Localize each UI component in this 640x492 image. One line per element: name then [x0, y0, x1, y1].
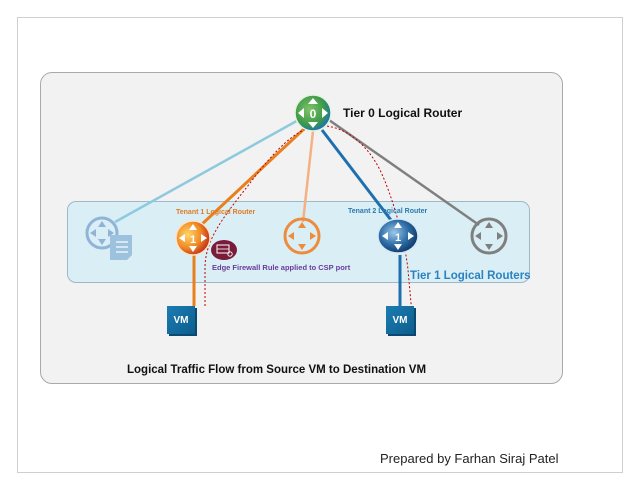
vm-source[interactable]: VM	[167, 306, 195, 334]
tenant2-router[interactable]: 1	[377, 218, 419, 254]
svg-text:0: 0	[310, 107, 317, 121]
firewall-icon[interactable]	[211, 240, 237, 260]
orange-router[interactable]	[283, 217, 321, 255]
link-tier0-tenant1	[198, 126, 307, 228]
link-tier0-tenant2	[320, 129, 396, 225]
link-tier0-edge	[114, 116, 303, 224]
traffic-flow-path	[204, 125, 413, 315]
tenant2-label: Tenant 2 Logical Router	[348, 208, 428, 215]
tier1-group	[67, 201, 530, 283]
tier0-router[interactable]: 0	[294, 94, 332, 132]
gray-router[interactable]	[470, 217, 508, 255]
tier1-group-label: Tier 1 Logical Routers	[410, 270, 531, 282]
vm-destination[interactable]: VM	[386, 306, 414, 334]
tenant1-router[interactable]: 1	[175, 220, 211, 256]
edge-services-router[interactable]	[85, 216, 132, 260]
author-credit: Prepared by Farhan Siraj Patel	[380, 451, 559, 466]
tier0-label: Tier 0 Logical Router	[343, 106, 463, 120]
firewall-note: Edge Firewall Rule applied to CSP port	[212, 263, 351, 272]
svg-text:1: 1	[190, 234, 196, 246]
link-tier0-orange	[301, 130, 315, 223]
svg-text:1: 1	[395, 232, 401, 244]
tenant1-label: Tenant 1 Logical Router	[176, 209, 256, 216]
diagram-caption: Logical Traffic Flow from Source VM to D…	[127, 364, 427, 376]
